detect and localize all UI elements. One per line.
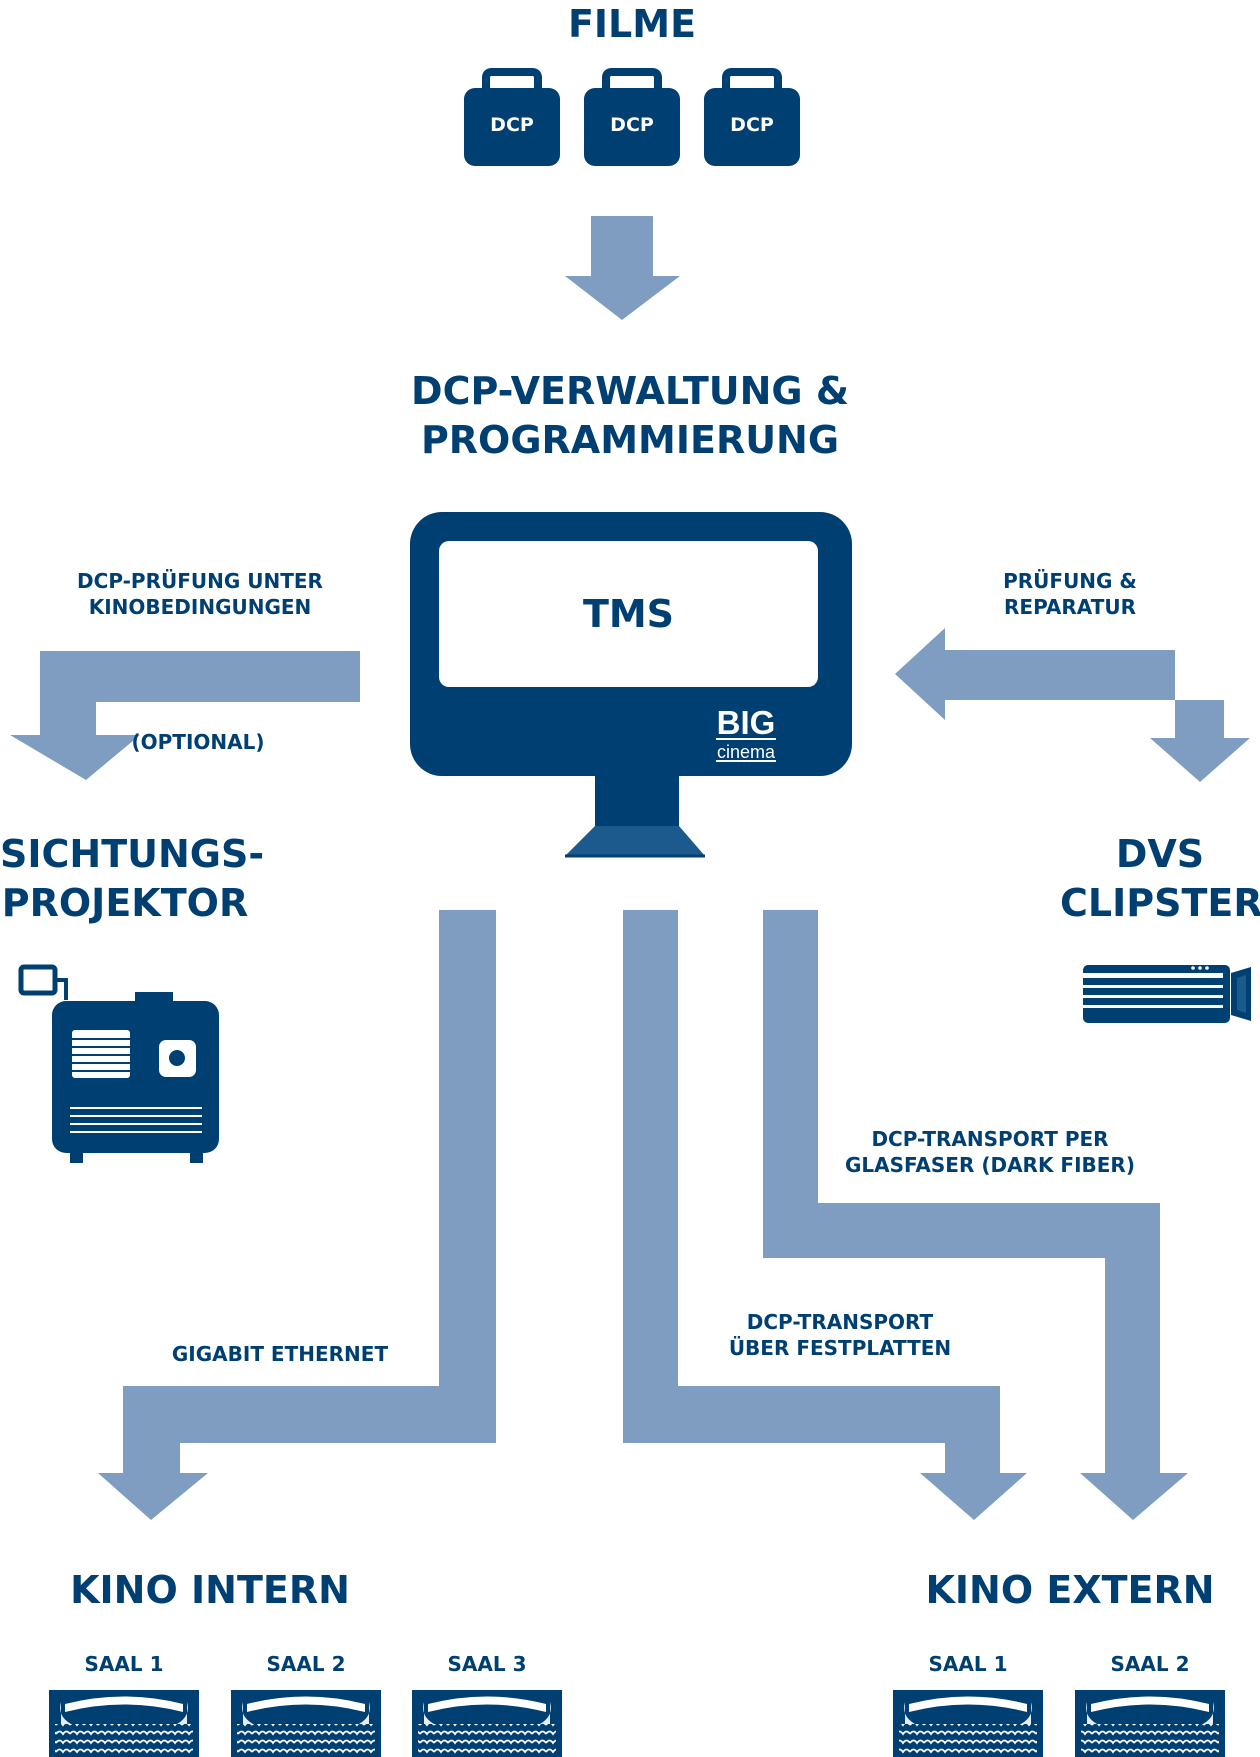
arrow-fiber: [763, 910, 1188, 1520]
cinema-screen-icon: [1075, 1690, 1225, 1757]
internal-screen-3-label: SAAL 3: [447, 1652, 527, 1676]
projector-title: SICHTUNGS- PROJEKTOR: [0, 830, 265, 929]
management-title: DCP-VERWALTUNG & PROGRAMMIERUNG: [380, 367, 880, 466]
external-cinema-title: KINO EXTERN: [925, 1568, 1215, 1612]
hdd-transport-label: DCP-TRANSPORT ÜBER FESTPLATTEN: [710, 1309, 970, 1362]
projector-icon: [18, 964, 219, 1163]
monitor-icon: [410, 512, 852, 858]
repair-line2: REPARATUR: [1004, 595, 1136, 620]
external-screen-icons: [893, 1690, 1225, 1757]
clipster-title-line1: DVS: [1115, 832, 1205, 876]
dcp-packages: [464, 68, 800, 166]
internal-screen-icons: [49, 1690, 562, 1757]
clipster-title: DVS CLIPSTER: [1060, 830, 1260, 929]
arrow-films-to-tms: [565, 216, 680, 320]
big-cinema-logo: BIG cinema: [716, 704, 776, 762]
logo-big-text: BIG: [717, 704, 776, 741]
cinema-screen-icon: [49, 1690, 199, 1757]
cinema-screen-icon: [893, 1690, 1043, 1757]
management-title-line1: DCP-VERWALTUNG &: [411, 369, 849, 413]
dcp-label-3: DCP: [730, 114, 774, 136]
fiber-transport-line1: DCP-TRANSPORT PER: [871, 1127, 1109, 1151]
briefcase-icon: [584, 68, 680, 166]
logo-cinema-text: cinema: [717, 742, 776, 762]
hdd-transport-line2: ÜBER FESTPLATTEN: [728, 1336, 952, 1361]
clipster-device-icon: [1083, 965, 1251, 1023]
management-title-line2: PROGRAMMIERUNG: [420, 418, 840, 463]
cinema-screen-icon: [231, 1690, 381, 1757]
arrow-clipster-loop: [895, 628, 1250, 782]
hdd-transport-line1: DCP-TRANSPORT: [746, 1310, 934, 1334]
tms-label: TMS: [582, 592, 675, 636]
internal-cinema-title: KINO INTERN: [70, 1568, 350, 1612]
arrow-ethernet: [98, 910, 496, 1520]
arrow-hdd: [623, 910, 1027, 1520]
films-title: FILME: [567, 2, 697, 46]
screening-check-line1: DCP-PRÜFUNG UNTER: [77, 569, 323, 593]
cinema-screen-icon: [412, 1690, 562, 1757]
briefcase-icon: [464, 68, 560, 166]
arrow-tms-to-projector: [10, 651, 360, 780]
external-screen-1-label: SAAL 1: [928, 1652, 1008, 1676]
optional-note: (OPTIONAL): [131, 730, 265, 754]
projector-title-line1: SICHTUNGS-: [0, 832, 265, 876]
dcp-label-2: DCP: [610, 114, 654, 136]
dcp-label-1: DCP: [490, 114, 534, 136]
fiber-transport-line2: GLASFASER (DARK FIBER): [845, 1153, 1135, 1178]
internal-screen-2-label: SAAL 2: [266, 1652, 346, 1676]
repair-line1: PRÜFUNG &: [1003, 569, 1137, 593]
external-screen-2-label: SAAL 2: [1110, 1652, 1190, 1676]
internal-screen-1-label: SAAL 1: [84, 1652, 164, 1676]
repair-label: PRÜFUNG & REPARATUR: [960, 568, 1180, 621]
projector-title-line2: PROJEKTOR: [1, 881, 249, 926]
screening-check-line2: KINOBEDINGUNGEN: [88, 595, 312, 620]
screening-check-label: DCP-PRÜFUNG UNTER KINOBEDINGUNGEN: [40, 568, 360, 621]
ethernet-transport-label: GIGABIT ETHERNET: [171, 1342, 389, 1366]
briefcase-icon: [704, 68, 800, 166]
fiber-transport-label: DCP-TRANSPORT PER GLASFASER (DARK FIBER): [840, 1126, 1140, 1179]
clipster-title-line2: CLIPSTER: [1060, 881, 1260, 926]
